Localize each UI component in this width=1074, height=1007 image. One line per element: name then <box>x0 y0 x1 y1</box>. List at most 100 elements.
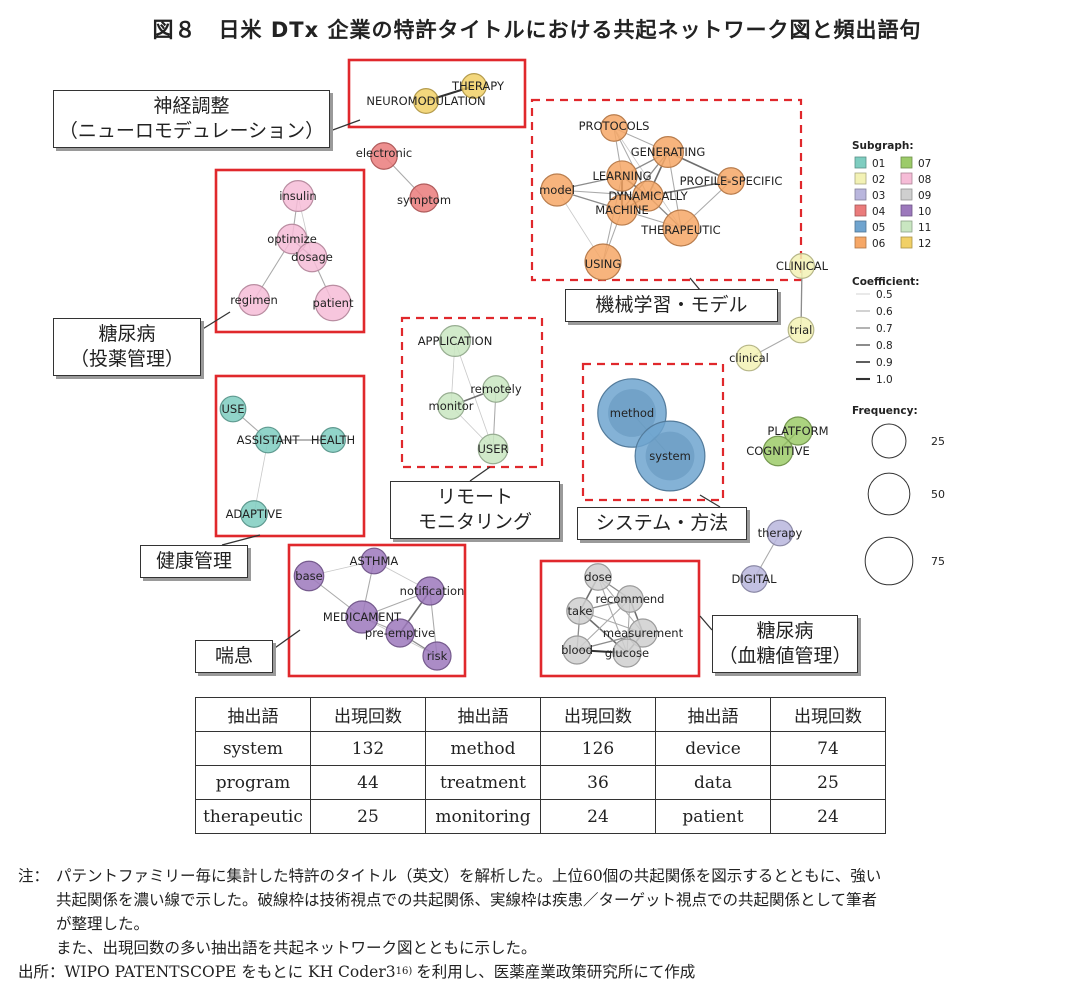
legend-subgraph-label: 10 <box>918 206 931 218</box>
node-dosage <box>296 241 328 273</box>
node-label-clinical: clinical <box>729 351 769 365</box>
table-cell: 36 <box>540 765 656 800</box>
legend-coefficient-label: 0.9 <box>876 357 893 369</box>
legend-coefficient-label: 1.0 <box>876 374 893 386</box>
legend-frequency-circle <box>871 423 907 459</box>
co-occurrence-network: THERAPYNEUROMODULATIONelectronicsymptomi… <box>200 58 945 678</box>
group-frames <box>200 58 803 678</box>
node-learning <box>606 160 638 192</box>
node-regimen <box>238 284 271 317</box>
node-label-generating: GENERATING <box>631 145 705 159</box>
node-label-machine: MACHINE <box>595 203 649 217</box>
node-user <box>477 433 509 465</box>
table-cell: 24 <box>540 799 656 834</box>
callout-diabetes-medication: 糖尿病 （投薬管理） <box>53 318 201 376</box>
node-label-risk: risk <box>427 649 448 663</box>
callout-system-method: システム・方法 <box>577 507 747 540</box>
frame-asthma <box>287 543 467 678</box>
legend-frequency-circle <box>864 536 914 586</box>
node-label-regimen: regimen <box>230 293 278 307</box>
note-line: が整理した。 <box>56 915 150 933</box>
table-cell: 44 <box>310 765 426 800</box>
node-label-recommend: recommend <box>596 592 665 606</box>
table-cell: program <box>195 765 311 800</box>
node-label-assistant: ASSISTANT <box>237 433 301 447</box>
node-therapy <box>766 519 794 547</box>
table-cell: patient <box>655 799 771 834</box>
callout-neuromodulation: 神経調整 （ニューロモデュレーション） <box>53 90 330 148</box>
node-label-user: USER <box>478 442 509 456</box>
frame-diabetes-medication <box>214 168 366 334</box>
node-therapy <box>461 73 487 99</box>
legend-subgraph-label: 12 <box>918 238 931 250</box>
legend-swatch-06 <box>854 236 867 249</box>
table-cell: method <box>425 731 541 766</box>
header-cell: 出現回数 <box>310 697 426 732</box>
node-label-insulin: insulin <box>279 189 316 203</box>
table-cell: 24 <box>770 799 886 834</box>
node-trial <box>787 316 815 344</box>
node-label-patient: patient <box>313 296 354 310</box>
header-cell: 抽出語 <box>655 697 771 732</box>
source-suffix: を利用し、医薬産業政策研究所にて作成 <box>416 963 696 981</box>
node-label-digital: DIGITAL <box>732 572 778 586</box>
legend-frequency-title: Frequency: <box>852 405 918 417</box>
note-line: 共起関係を濃い線で示した。破線枠は技術視点での共起関係、実線枠は疾患／ターゲット… <box>56 891 878 909</box>
node-label-medicament: MEDICAMENT <box>323 610 402 624</box>
node-clinical <box>735 344 763 372</box>
node-dynamically <box>632 180 664 212</box>
source-prefix: 出所： <box>18 963 65 981</box>
legend-frequency-label: 25 <box>931 435 945 448</box>
node-symptom <box>409 183 439 213</box>
node-model <box>540 173 574 207</box>
table-cell: data <box>655 765 771 800</box>
node-label-pre-emptive: pre-emptive <box>365 626 435 640</box>
node-label-therapy: therapy <box>758 526 803 540</box>
header-cell: 抽出語 <box>425 697 541 732</box>
legend-swatch-09 <box>900 188 913 201</box>
callout-pointer <box>271 629 301 651</box>
table-cell: device <box>655 731 771 766</box>
node-medicament <box>345 600 379 634</box>
note-prefix: 注： <box>18 867 50 885</box>
node-label-dynamically: DYNAMICALLY <box>608 189 688 203</box>
legend-subgraph-label: 07 <box>918 158 931 170</box>
table-cell: system <box>195 731 311 766</box>
node-platform <box>783 416 813 446</box>
legend: Subgraph:010203040506070809101112Coeffic… <box>852 140 945 586</box>
node-label-remotely: remotely <box>470 382 522 396</box>
note-line: パテントファミリー毎に集計した特許のタイトル（英文）を解析した。上位60個の共起… <box>56 867 882 885</box>
frame-system-method <box>581 362 725 502</box>
node-protocols <box>600 114 628 142</box>
callout-remote-monitoring: リモート モニタリング <box>390 481 560 539</box>
node-take <box>566 597 594 625</box>
table-cell: 25 <box>770 765 886 800</box>
legend-coefficient-label: 0.6 <box>876 306 893 318</box>
header-cell: 抽出語 <box>195 697 311 732</box>
node-patient <box>314 284 352 322</box>
node-asthma <box>360 547 388 575</box>
callout-machine-learning: 機械学習・モデル <box>565 289 778 322</box>
node-label-method: method <box>610 406 654 420</box>
node-label-measurement: measurement <box>603 626 684 640</box>
note-line: また、出現回数の多い抽出語を共起ネットワーク図とともに示した。 <box>56 939 537 957</box>
legend-swatch-05 <box>854 220 867 233</box>
node-label-trial: trial <box>790 323 813 337</box>
note-row: 注： パテントファミリー毎に集計した特許のタイトル（英文）を解析した。上位60個… <box>18 864 1068 888</box>
legend-subgraph-label: 06 <box>872 238 886 250</box>
callout-pointer <box>200 311 231 331</box>
legend-subgraph-label: 11 <box>918 222 931 234</box>
node-dose <box>584 563 612 591</box>
legend-frequency-circle <box>867 472 911 516</box>
node-notification <box>415 576 445 606</box>
legend-subgraph-label: 04 <box>872 206 886 218</box>
node-remotely <box>482 375 510 403</box>
node-therapeutic <box>662 209 700 247</box>
node-digital <box>740 565 768 593</box>
legend-swatch-03 <box>854 188 867 201</box>
table-cell: 25 <box>310 799 426 834</box>
node-label-notification: notification <box>400 584 465 598</box>
node-label-health: HEALTH <box>311 433 355 447</box>
legend-subgraph-label: 01 <box>872 158 885 170</box>
